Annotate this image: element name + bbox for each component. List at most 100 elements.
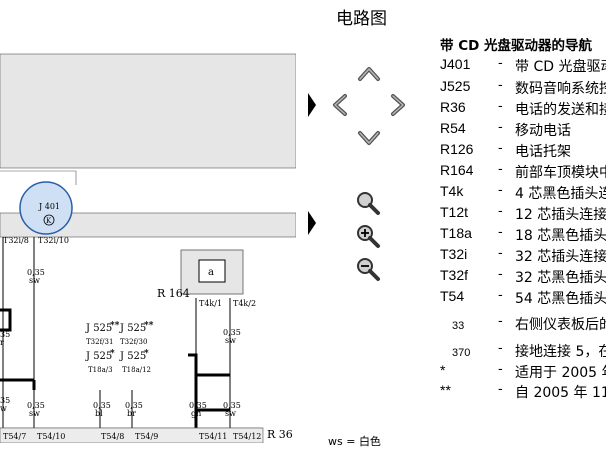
legend-code: T54	[440, 288, 465, 304]
pan-left-icon[interactable]	[326, 91, 354, 119]
pan-down-icon[interactable]	[355, 124, 383, 152]
legend-dash: -	[498, 362, 503, 377]
legend-row: R126-电话托架	[440, 141, 606, 163]
legend-dash: -	[498, 341, 503, 356]
legend-row: R36 -电话的发送和接收器	[440, 99, 606, 121]
legend-row: R164-前部车顶模块中的麦克风	[440, 162, 606, 184]
legend-description: 54 芯黑色插头连接	[515, 291, 606, 307]
legend-dash: -	[498, 288, 503, 303]
relay-marks: *	[110, 349, 115, 359]
legend-dash: -	[498, 314, 503, 329]
legend-description: 接地连接 5，在主导线束中	[515, 344, 606, 360]
wire-color-label: gn	[191, 409, 201, 418]
module-band-top	[0, 53, 296, 169]
legend-row: T12t-12 芯插头连接	[440, 204, 606, 226]
legend-dash: -	[498, 141, 503, 156]
page-title: 电路图	[336, 9, 387, 29]
legend-code: R54	[440, 120, 466, 136]
panel-toggle-arrow[interactable]	[308, 211, 316, 235]
wire-color-label: sw	[29, 409, 40, 418]
wire-size-label: 0,35	[27, 268, 45, 277]
relay-marks: **	[144, 321, 154, 331]
legend-dash: -	[498, 382, 503, 397]
zoom-in-icon[interactable]	[354, 222, 382, 250]
legend-dash: -	[498, 246, 503, 261]
legend-description: 数码音响系统控制单元	[515, 81, 606, 97]
legend-row: T32i-32 芯插头连接	[440, 246, 606, 268]
legend-description: 移动电话	[515, 123, 571, 139]
wire-color-label: sw	[225, 409, 236, 418]
pin-label: T54/11	[199, 432, 227, 441]
legend-code: **	[440, 382, 451, 398]
legend-code: R36	[440, 99, 466, 115]
wire-size-label: 0,35	[27, 401, 45, 410]
pin-label: T4k/2	[233, 299, 256, 308]
legend-code: T18a	[440, 225, 472, 241]
pin-label: T54/7	[3, 432, 26, 441]
legend-description: 电话的发送和接收器	[515, 102, 606, 118]
pan-up-icon[interactable]	[355, 60, 383, 88]
pin-label: T32i/10	[38, 236, 69, 245]
legend-dash: -	[498, 99, 503, 114]
pan-right-icon[interactable]	[384, 91, 412, 119]
legend-row: T4k-4 芯黑色插头连接	[440, 183, 606, 205]
legend-code: J401	[440, 56, 471, 72]
microphone-box-symbol	[198, 259, 226, 283]
pin-label: T32f/31	[86, 338, 113, 346]
legend-code: T4k	[440, 183, 464, 199]
wire-color-label: sw	[225, 336, 236, 345]
wire-size-label: 0,35	[125, 401, 143, 410]
legend-description: 适用于 2005 年 11 月前	[515, 365, 606, 381]
left-label: 35	[0, 396, 10, 405]
legend-code: T32f	[440, 267, 469, 283]
legend-code: R126	[440, 141, 474, 157]
legend-row: J525 -数码音响系统控制单元	[440, 78, 606, 100]
legend-row: T54 -54 芯黑色插头连接	[440, 288, 606, 310]
legend-description: 带 CD 光盘驱动器的导航	[515, 59, 606, 75]
zoom-out-icon[interactable]	[354, 255, 382, 283]
legend-dash: -	[498, 162, 503, 177]
legend-dash: -	[498, 120, 503, 135]
left-label: 35	[0, 330, 10, 339]
relay-marks: **	[110, 321, 120, 331]
pin-label: T54/12	[233, 432, 261, 441]
legend-code: *	[440, 362, 446, 378]
wire-color-label: sw	[29, 276, 40, 285]
pin-label: T18a/3	[88, 366, 113, 374]
pin-label: T54/8	[101, 432, 124, 441]
wire-color-label: bl	[95, 409, 103, 418]
legend-description: 前部车顶模块中的麦克风	[515, 165, 606, 181]
legend-dash: -	[498, 78, 503, 93]
legend-row: ** -自 2005 年 11 月起	[440, 382, 606, 404]
legend-row: R54 -移动电话	[440, 120, 606, 142]
legend-description: 自 2005 年 11 月起	[515, 385, 606, 401]
legend-panel: 带 CD 光盘驱动器的导航 J401-带 CD 光盘驱动器的导航J525-数码音…	[440, 34, 606, 414]
relay-j401-label: J 401	[38, 202, 60, 211]
legend-code: 33	[452, 320, 465, 332]
wire-size-label: 0,35	[223, 328, 241, 337]
pin-label: T4k/1	[199, 299, 222, 308]
magnifier-icon[interactable]	[354, 189, 382, 217]
legend-row: 33-右侧仪表板后的接地点	[440, 314, 606, 336]
legend-description: 12 芯插头连接	[515, 207, 606, 223]
connector-t54-band	[0, 427, 264, 443]
legend-dash: -	[498, 225, 503, 240]
legend-code: 370	[452, 347, 471, 359]
relay-k-label: K	[46, 217, 52, 225]
legend-code: T32i	[440, 246, 468, 262]
legend-code: J525	[440, 78, 471, 94]
box-symbol-label: a	[208, 267, 214, 278]
panel-toggle-arrow[interactable]	[308, 93, 316, 117]
legend-dash: -	[498, 267, 503, 282]
wire-size-label: 0,35	[223, 401, 241, 410]
relay-j401[interactable]	[19, 181, 73, 235]
circuit-diagram[interactable]: J 401 K T32i/8 T32i/10 35 r 35 w 0,35 sw…	[0, 30, 296, 443]
legend-description: 18 芯黑色插头连接	[515, 228, 606, 244]
legend-row: * -适用于 2005 年 11 月前	[440, 362, 606, 384]
legend-row: T18a -18 芯黑色插头连接	[440, 225, 606, 247]
relay-k-symbol	[43, 214, 55, 226]
relay-marks: *	[144, 349, 149, 359]
relay-j525-label: J 525	[85, 323, 112, 334]
pin-label: T54/10	[37, 432, 65, 441]
wire-color-label: br	[127, 409, 136, 418]
